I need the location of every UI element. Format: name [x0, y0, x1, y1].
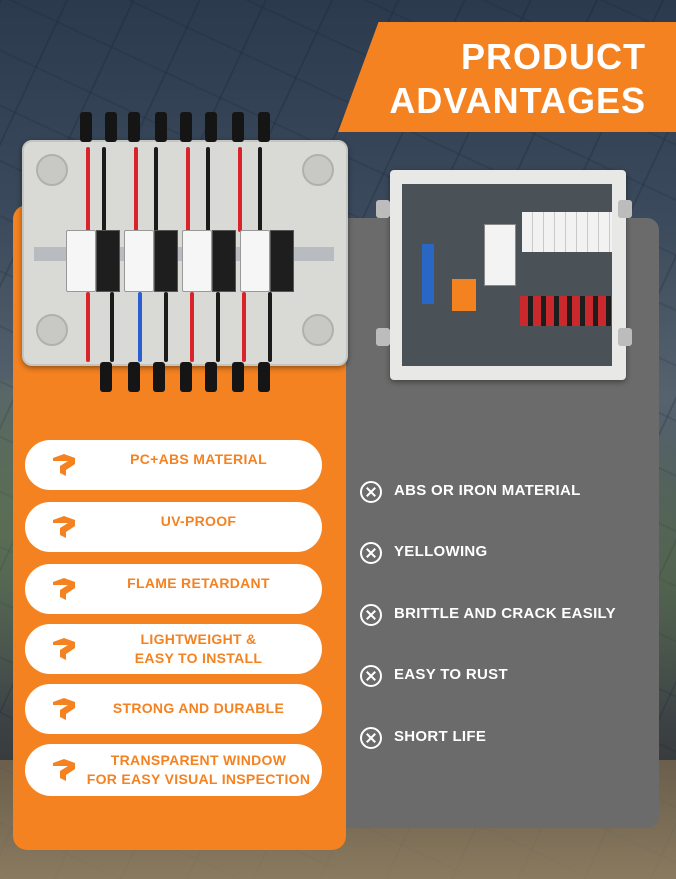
blue-wire — [138, 292, 142, 362]
brand-logo-icon — [53, 454, 75, 476]
dc-breaker — [66, 230, 96, 292]
mc4-connector — [232, 362, 244, 392]
mount-ear — [376, 328, 390, 346]
black-wire — [110, 292, 114, 362]
metal-box-interior — [402, 184, 612, 366]
mount-ear — [618, 200, 632, 218]
mount-ear — [618, 328, 632, 346]
dc-breaker — [124, 230, 154, 292]
mc4-connector — [232, 112, 244, 142]
mount-hole — [302, 154, 334, 186]
disadvantage-item: YELLOWING — [358, 540, 658, 566]
disadvantage-label: ABS OR IRON MATERIAL — [394, 482, 581, 499]
surge-protector — [212, 230, 236, 292]
disadvantage-label: YELLOWING — [394, 543, 488, 560]
red-wire — [86, 292, 90, 362]
advantage-label: EASY TO INSTALL — [134, 650, 263, 666]
mc4-connector — [205, 112, 217, 142]
mount-hole — [302, 314, 334, 346]
mc4-connector — [80, 112, 92, 142]
advantage-label: FOR EASY VISUAL INSPECTION — [86, 771, 311, 787]
brand-logo-icon — [53, 759, 75, 781]
red-wire — [190, 292, 194, 362]
x-circle-icon — [360, 727, 382, 749]
mount-hole — [36, 314, 68, 346]
terminal-block — [422, 244, 434, 304]
mc4-connector — [128, 112, 140, 142]
brand-logo-icon — [53, 638, 75, 660]
mc4-connector — [258, 112, 270, 142]
mount-hole — [36, 154, 68, 186]
red-wire — [186, 147, 190, 232]
black-wire — [154, 147, 158, 232]
x-circle-icon — [360, 604, 382, 626]
main-breaker — [484, 224, 516, 286]
advantage-label: UV-PROOF — [160, 513, 237, 529]
mc4-connector — [205, 362, 217, 392]
dc-breaker — [182, 230, 212, 292]
advantage-label: LIGHTWEIGHT & — [140, 631, 257, 647]
black-wire — [216, 292, 220, 362]
orange-terminal — [452, 279, 476, 311]
mc4-connector — [128, 362, 140, 392]
disadvantage-item: EASY TO RUST — [358, 663, 658, 689]
black-wire — [258, 147, 262, 232]
title-line-2: ADVANTAGES — [389, 80, 646, 121]
disadvantage-item: SHORT LIFE — [358, 725, 658, 751]
mc4-connector — [153, 362, 165, 392]
surge-protector — [270, 230, 294, 292]
surge-protector — [154, 230, 178, 292]
black-wire — [102, 147, 106, 232]
fuse-holders — [520, 296, 612, 326]
black-wire — [206, 147, 210, 232]
advantage-label: STRONG AND DURABLE — [112, 700, 285, 716]
red-wire — [134, 147, 138, 232]
surge-protector — [96, 230, 120, 292]
dc-breaker — [240, 230, 270, 292]
black-wire — [268, 292, 272, 362]
advantage-pill: STRONG AND DURABLE — [25, 684, 322, 734]
brand-logo-icon — [53, 698, 75, 720]
breaker-bank — [522, 212, 612, 252]
advantage-pill: FLAME RETARDANT — [25, 564, 322, 614]
advantage-label: TRANSPARENT WINDOW — [110, 752, 287, 768]
red-wire — [242, 292, 246, 362]
mc4-connector — [180, 112, 192, 142]
x-circle-icon — [360, 542, 382, 564]
mc4-connector — [258, 362, 270, 392]
mc4-connector — [155, 112, 167, 142]
disadvantage-label: BRITTLE AND CRACK EASILY — [394, 605, 616, 622]
red-wire — [86, 147, 90, 232]
advantage-label: FLAME RETARDANT — [127, 575, 270, 591]
mount-ear — [376, 200, 390, 218]
disadvantage-label: EASY TO RUST — [394, 666, 508, 683]
disadvantage-label: SHORT LIFE — [394, 728, 487, 745]
title-line-1: PRODUCT — [461, 36, 646, 77]
mc4-connector — [105, 112, 117, 142]
advantage-pill: TRANSPARENT WINDOW FOR EASY VISUAL INSPE… — [25, 744, 322, 796]
pv-combiner-box-image — [22, 140, 348, 366]
advantage-label: PC+ABS MATERIAL — [130, 451, 267, 467]
mc4-connector — [100, 362, 112, 392]
x-circle-icon — [360, 481, 382, 503]
black-wire — [164, 292, 168, 362]
metal-combiner-box-image — [390, 170, 626, 380]
brand-logo-icon — [53, 516, 75, 538]
x-circle-icon — [360, 665, 382, 687]
advantage-pill: UV-PROOF — [25, 502, 322, 552]
advantage-pill: LIGHTWEIGHT & EASY TO INSTALL — [25, 624, 322, 674]
brand-logo-icon — [53, 578, 75, 600]
title-banner: PRODUCT ADVANTAGES — [338, 22, 676, 132]
disadvantage-item: ABS OR IRON MATERIAL — [358, 479, 658, 505]
red-wire — [238, 147, 242, 232]
advantage-pill: PC+ABS MATERIAL — [25, 440, 322, 490]
disadvantage-item: BRITTLE AND CRACK EASILY — [358, 602, 658, 628]
mc4-connector — [180, 362, 192, 392]
